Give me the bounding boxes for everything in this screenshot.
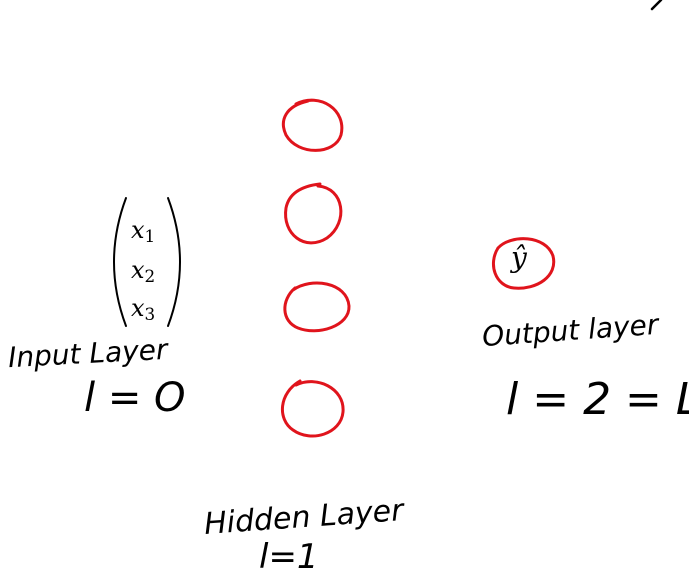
hidden-layer-index: l=1: [259, 537, 319, 577]
input-x3: x3: [131, 294, 156, 325]
input-layer-index: l = O: [84, 375, 186, 421]
corner-mark: [650, 0, 663, 11]
input-vector-right-paren: [167, 197, 181, 327]
input-x1: x1: [131, 216, 156, 247]
output-layer-index: l = 2 = L: [506, 374, 689, 425]
hidden-node: [283, 281, 351, 333]
hidden-layer-nodes: [280, 98, 351, 438]
hidden-node: [284, 182, 343, 245]
output-y-hat: ŷ: [511, 241, 527, 274]
input-x2: x2: [131, 256, 156, 287]
input-layer-label: Input Layer: [7, 332, 169, 375]
hidden-node: [280, 379, 345, 438]
output-node: [492, 237, 556, 290]
hidden-node: [281, 98, 344, 152]
input-vector-left-paren: [113, 197, 127, 327]
